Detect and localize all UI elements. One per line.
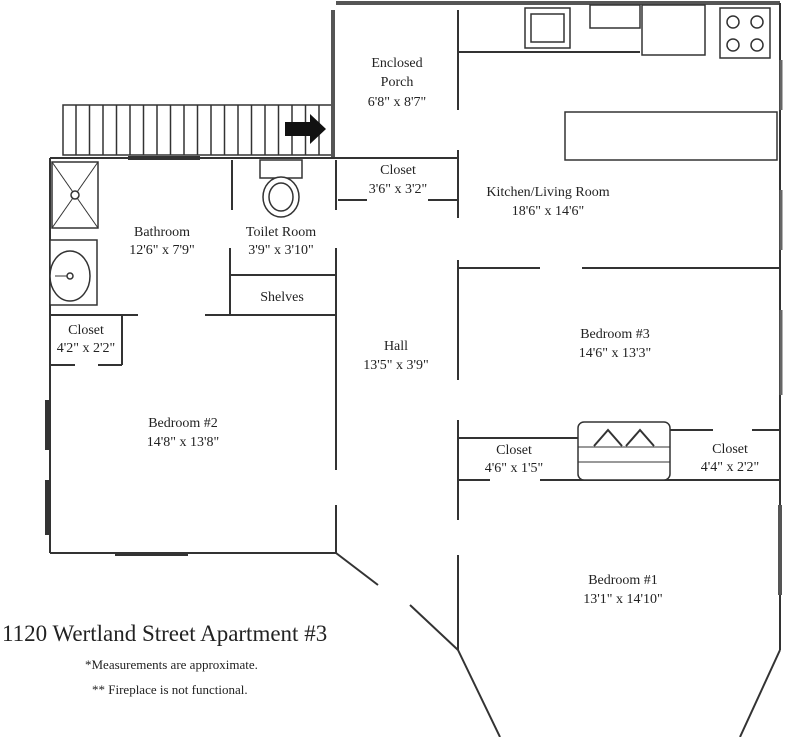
- page-title: 1120 Wertland Street Apartment #3: [2, 621, 327, 646]
- fireplace: [577, 421, 671, 481]
- room-size: 4'2" x 2'2": [57, 341, 115, 356]
- walls: [49, 1, 781, 737]
- room-size: 18'6" x 14'6": [512, 204, 584, 219]
- shower: [51, 161, 99, 229]
- note: ** Fireplace is not functional.: [92, 682, 248, 697]
- kitchen-island: [564, 111, 778, 161]
- room-name: Bedroom #2: [148, 416, 218, 431]
- room-name: Toilet Room: [246, 225, 316, 240]
- room-name: Hall: [384, 339, 408, 354]
- room-name: Bathroom: [134, 225, 190, 240]
- room-size: 6'8" x 8'7": [368, 95, 426, 110]
- room-size: 14'6" x 13'3": [579, 346, 651, 361]
- arrow-icon: [285, 114, 326, 144]
- room-size: 3'9" x 3'10": [248, 243, 313, 258]
- room-size: 12'6" x 7'9": [129, 243, 194, 258]
- windows: [45, 60, 783, 595]
- room-labels: Enclosed Porch 6'8" x 8'7" Closet 3'6" x…: [57, 56, 759, 607]
- room-size: 13'1" x 14'10": [583, 592, 662, 607]
- room-size: 4'6" x 1'5": [485, 461, 543, 476]
- room-name: Bedroom #1: [588, 573, 658, 588]
- room-name: Closet: [380, 163, 416, 178]
- toilet: [259, 159, 303, 218]
- stove: [719, 7, 771, 59]
- room-name: Kitchen/Living Room: [486, 185, 609, 200]
- room-size: 3'6" x 3'2": [369, 182, 427, 197]
- room-name: Closet: [496, 443, 532, 458]
- room-name: Porch: [381, 75, 414, 90]
- room-size: 14'8" x 13'8": [147, 435, 219, 450]
- room-name: Shelves: [260, 290, 304, 305]
- stairs: [62, 104, 334, 156]
- room-name: Closet: [712, 442, 748, 457]
- note: *Measurements are approximate.: [85, 657, 258, 672]
- room-name: Bedroom #3: [580, 327, 650, 342]
- room-name: Closet: [68, 323, 104, 338]
- kitchen-counter: [458, 4, 778, 161]
- room-size: 4'4" x 2'2": [701, 460, 759, 475]
- room-name: Enclosed: [371, 56, 422, 71]
- bathroom-sink: [49, 239, 98, 306]
- room-size: 13'5" x 3'9": [363, 358, 428, 373]
